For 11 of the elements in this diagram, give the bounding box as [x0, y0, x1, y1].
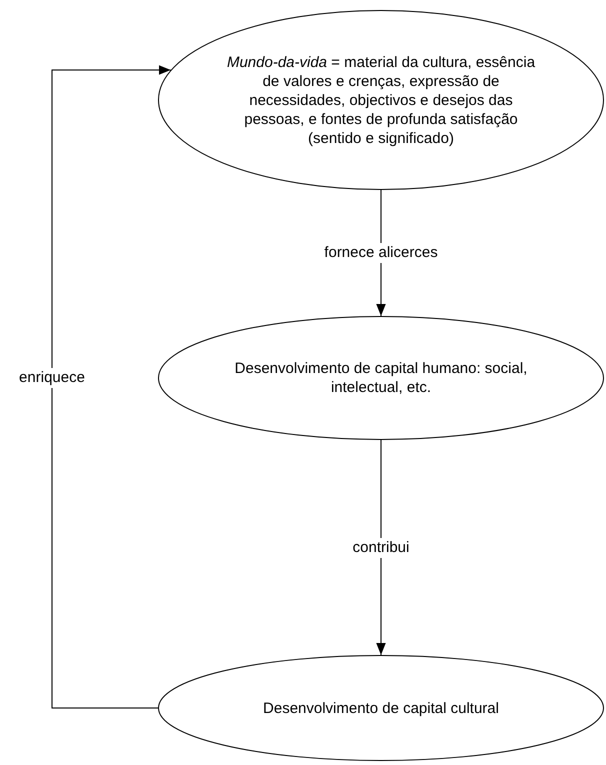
edge-label: enriquece [17, 368, 87, 388]
node-text: Desenvolvimento de capital humano: social, intelectual, etc. [234, 359, 528, 397]
ellipse-node [158, 655, 604, 761]
edge-label: contribui [350, 538, 412, 558]
arrow [376, 440, 386, 656]
arrow [52, 65, 172, 708]
node-text: Desenvolvimento de capital cultural [262, 698, 500, 718]
edge-label: fornece alicerces [322, 243, 440, 263]
ellipse-node [158, 316, 604, 440]
ellipse-node [158, 10, 604, 190]
node-text: Mundo-da-vida = material da cultura, essência de valores e crenças, expressão de necessidades, objectivos e desejos das pessoas, e fontes de profunda satisfação (sentido e significado) [226, 52, 536, 148]
